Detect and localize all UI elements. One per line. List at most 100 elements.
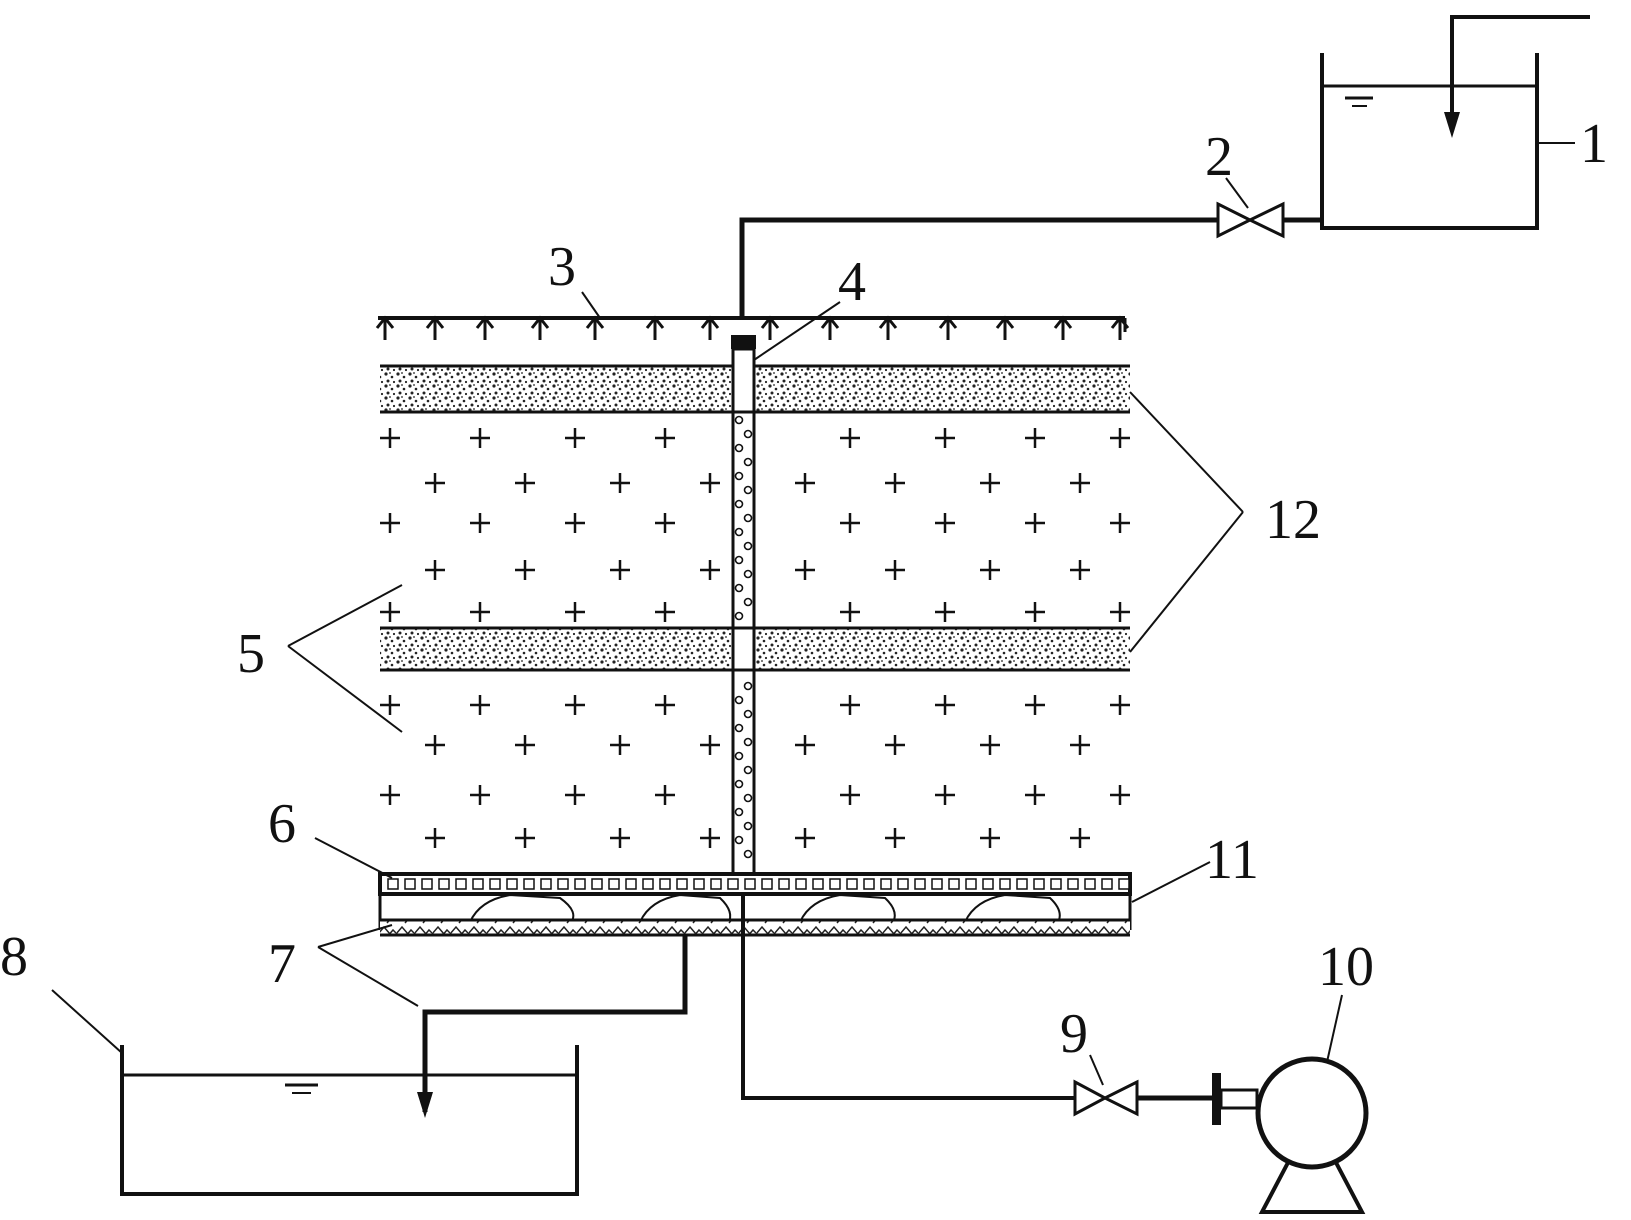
soil-mark xyxy=(1110,513,1130,533)
plate-hole xyxy=(846,878,858,890)
soil-mark xyxy=(700,560,720,580)
plate-hole xyxy=(574,878,586,890)
plate-hole xyxy=(591,878,603,890)
plate-hole xyxy=(931,878,943,890)
nozzle-icon xyxy=(645,315,665,340)
plate-hole xyxy=(387,878,399,890)
plate-hole xyxy=(710,878,722,890)
plate-hole xyxy=(404,878,416,890)
air-bubble xyxy=(734,807,744,817)
plate-hole xyxy=(1050,878,1062,890)
nozzle-icon xyxy=(425,315,445,340)
soil-mark xyxy=(425,828,445,848)
label-11: 11 xyxy=(1205,829,1259,891)
soil-mark xyxy=(610,560,630,580)
plate-hole xyxy=(642,878,654,890)
air-bubble xyxy=(743,709,753,719)
soil-mark xyxy=(1070,560,1090,580)
plate-hole xyxy=(914,878,926,890)
soil-mark xyxy=(980,560,1000,580)
soil-mark xyxy=(1110,428,1130,448)
soil-mark xyxy=(980,735,1000,755)
leader-10 xyxy=(1326,994,1343,1063)
soil-mark xyxy=(1070,828,1090,848)
valve-9-icon xyxy=(1073,1079,1139,1117)
leader-6 xyxy=(314,837,393,879)
soil-mark xyxy=(565,695,585,715)
soil-layers xyxy=(380,428,1130,848)
plate-hole xyxy=(557,878,569,890)
soil-mark xyxy=(425,473,445,493)
soil-mark xyxy=(1070,735,1090,755)
soil-mark xyxy=(840,695,860,715)
air-bubble xyxy=(734,751,744,761)
plate-hole xyxy=(625,878,637,890)
plate-hole xyxy=(795,878,807,890)
label-3: 3 xyxy=(548,236,576,298)
plate-hole xyxy=(489,878,501,890)
air-pipe xyxy=(741,894,1075,1100)
label-7: 7 xyxy=(268,933,296,995)
leader-8 xyxy=(51,989,123,1054)
soil-mark xyxy=(840,785,860,805)
plate-hole xyxy=(472,878,484,890)
soil-mark xyxy=(610,735,630,755)
plate-hole xyxy=(1084,878,1096,890)
soil-mark xyxy=(700,828,720,848)
label-4: 4 xyxy=(838,251,866,313)
label-6: 6 xyxy=(268,793,296,855)
soil-mark xyxy=(840,602,860,622)
soil-mark xyxy=(655,785,675,805)
air-bubble xyxy=(743,513,753,523)
vent-pipe xyxy=(731,335,756,872)
plate-hole xyxy=(455,878,467,890)
soil-mark xyxy=(935,513,955,533)
soil-mark xyxy=(1025,513,1045,533)
soil-mark xyxy=(515,735,535,755)
plate-hole xyxy=(438,878,450,890)
soil-mark xyxy=(380,785,400,805)
soil-mark xyxy=(700,735,720,755)
soil-mark xyxy=(980,473,1000,493)
plate-hole xyxy=(693,878,705,890)
nozzle-icon xyxy=(375,315,395,340)
soil-mark xyxy=(885,735,905,755)
soil-mark xyxy=(470,785,490,805)
nozzle-icon xyxy=(585,315,605,340)
air-bubble xyxy=(734,611,744,621)
soil-mark xyxy=(565,602,585,622)
plate-hole xyxy=(1118,878,1130,890)
soil-mark xyxy=(515,473,535,493)
support-plate xyxy=(378,872,1132,896)
air-bubble xyxy=(743,597,753,607)
plate-hole xyxy=(999,878,1011,890)
soil-mark xyxy=(565,513,585,533)
leaders-7 xyxy=(317,924,419,1007)
outlet-tank xyxy=(120,1045,579,1196)
soil-mark xyxy=(885,473,905,493)
soil-mark xyxy=(980,828,1000,848)
soil-mark xyxy=(380,602,400,622)
air-bubble xyxy=(743,793,753,803)
soil-mark xyxy=(795,560,815,580)
air-bubble xyxy=(743,541,753,551)
valve-2-icon xyxy=(1216,201,1285,239)
soil-mark xyxy=(795,735,815,755)
plate-hole xyxy=(421,878,433,890)
soil-mark xyxy=(1025,695,1045,715)
nozzle-icon xyxy=(530,315,550,340)
nozzle-icon xyxy=(475,315,495,340)
air-bubble xyxy=(734,555,744,565)
label-12: 12 xyxy=(1265,489,1321,551)
soil-mark xyxy=(1110,785,1130,805)
plate-hole xyxy=(676,878,688,890)
soil-mark xyxy=(425,560,445,580)
air-bubble xyxy=(743,569,753,579)
soil-mark xyxy=(935,602,955,622)
nozzle-icon xyxy=(820,315,840,340)
soil-mark xyxy=(380,695,400,715)
inlet-tank xyxy=(1320,15,1590,230)
plate-hole xyxy=(540,878,552,890)
plate-hole xyxy=(880,878,892,890)
nozzle-icon xyxy=(995,315,1015,340)
